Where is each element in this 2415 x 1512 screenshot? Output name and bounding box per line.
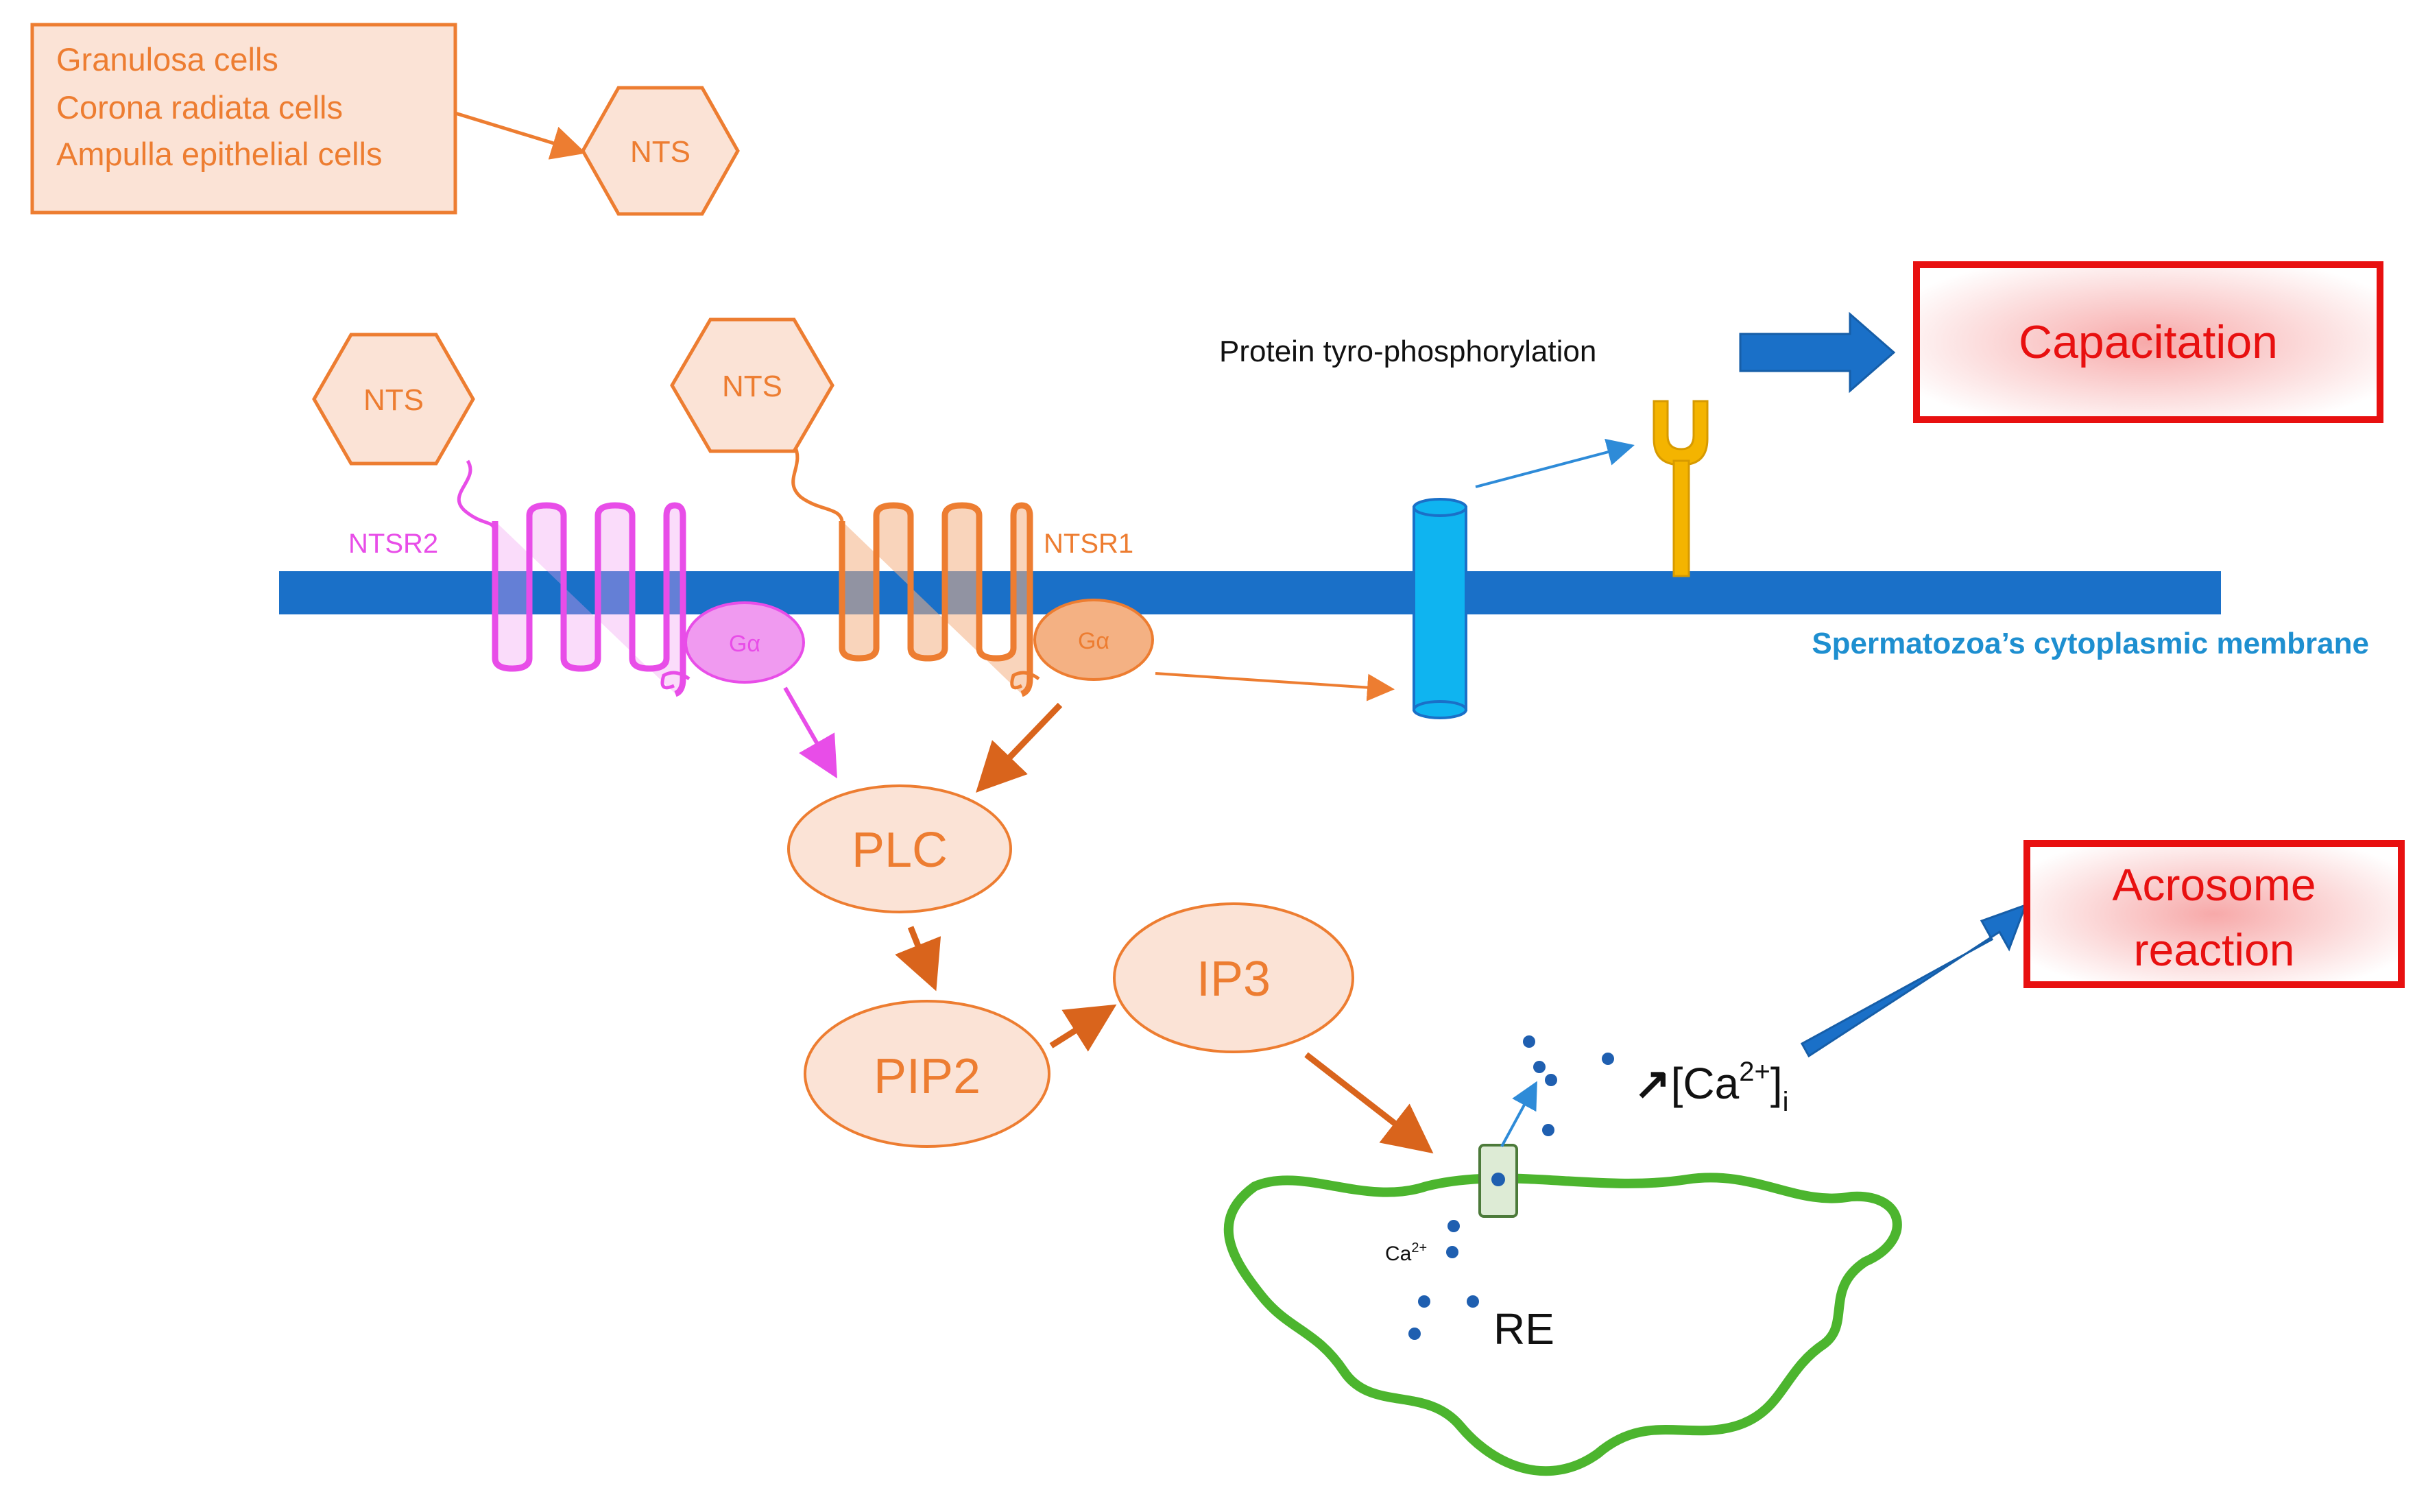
ca-increase-base: [Ca xyxy=(1671,1059,1740,1108)
nts-middle-label: NTS xyxy=(722,370,782,403)
source-to-nts-arrow xyxy=(455,111,586,160)
capacitation-arrow xyxy=(1739,311,1896,394)
ntsr2-label: NTSR2 xyxy=(348,529,438,559)
ca-release-arrow xyxy=(1500,1081,1537,1147)
calcium-ions-outside xyxy=(1523,1035,1614,1136)
ca-inside-sup: 2+ xyxy=(1411,1240,1427,1256)
ntsr2-g-linker xyxy=(660,671,690,690)
ip3-to-re-arrow xyxy=(1304,1052,1434,1154)
ntsr1-receptor: NTSR1 xyxy=(791,443,1133,697)
ntsr1-label: NTSR1 xyxy=(1044,529,1133,559)
galpha-left-to-plc-arrow xyxy=(783,686,837,779)
capacitation-box: Capacitation xyxy=(1913,261,2383,423)
nts-left-hexagon: NTS xyxy=(312,333,475,466)
ca-increase-close: ] xyxy=(1770,1059,1783,1108)
nts-source-hexagon: NTS xyxy=(581,86,740,216)
nts-source-label: NTS xyxy=(630,135,690,169)
ca-increase-arrow-icon: ↗ xyxy=(1634,1059,1671,1108)
pip2-node: PIP2 xyxy=(804,1000,1050,1148)
source-line-corona: Corona radiata cells xyxy=(56,89,343,125)
ntsr1-g-linker xyxy=(1010,671,1040,690)
membrane-channel xyxy=(1413,498,1467,719)
source-cells-box: Granulosa cells Corona radiata cells Amp… xyxy=(30,23,457,215)
membrane-label: Spermatozoa’s cytoplasmic membrane xyxy=(1812,627,2369,660)
galpha-right-to-plc-arrow xyxy=(976,702,1063,793)
ip3-label: IP3 xyxy=(1197,952,1271,1007)
ca-increase-label: ↗[Ca2+]i xyxy=(1634,1057,1789,1117)
nts-middle-hexagon: NTS xyxy=(670,317,834,453)
plc-node: PLC xyxy=(787,784,1012,913)
plc-to-pip2-arrow xyxy=(895,926,941,992)
channel-to-receptor-arrow xyxy=(1475,438,1635,488)
capacitation-label: Capacitation xyxy=(2019,316,2278,368)
g-alpha-right-label: Gα xyxy=(1078,628,1109,654)
acrosome-arrow xyxy=(1800,903,2028,1058)
nts-left-label: NTS xyxy=(363,383,424,417)
plc-label: PLC xyxy=(852,823,948,878)
acrosome-label-line1: Acrosome xyxy=(2112,859,2316,910)
pip2-label: PIP2 xyxy=(874,1049,981,1104)
ca-inside-base: Ca xyxy=(1385,1243,1412,1265)
g-alpha-left-label: Gα xyxy=(729,631,760,657)
ca-increase-sup: 2+ xyxy=(1739,1057,1770,1087)
ca-inside-label: Ca2+ xyxy=(1385,1240,1427,1265)
source-line-ampulla: Ampulla epithelial cells xyxy=(56,136,382,172)
re-label: RE xyxy=(1493,1304,1554,1354)
ntsr2-receptor: NTSR2 xyxy=(348,459,686,697)
acrosome-reaction-box: Acrosome reaction xyxy=(2023,840,2405,988)
re-outline xyxy=(1223,1173,1902,1476)
tyrosine-y-receptor xyxy=(1653,400,1709,577)
source-line-granulosa: Granulosa cells xyxy=(56,41,278,77)
pip2-to-ip3-arrow xyxy=(1049,1004,1117,1052)
ca-increase-sub: i xyxy=(1783,1087,1789,1117)
calcium-ions-inside xyxy=(1408,1220,1479,1340)
g-alpha-left: Gα xyxy=(684,601,805,684)
galpha-to-channel-arrow xyxy=(1155,672,1395,701)
re-calcium-channel xyxy=(1478,1144,1518,1218)
ip3-node: IP3 xyxy=(1113,902,1354,1053)
tyro-phosphorylation-label: Protein tyro-phosphorylation xyxy=(1219,335,1596,368)
cytoplasmic-membrane xyxy=(279,571,2221,614)
acrosome-label-line2: reaction xyxy=(2134,924,2295,975)
g-alpha-right: Gα xyxy=(1033,599,1154,681)
